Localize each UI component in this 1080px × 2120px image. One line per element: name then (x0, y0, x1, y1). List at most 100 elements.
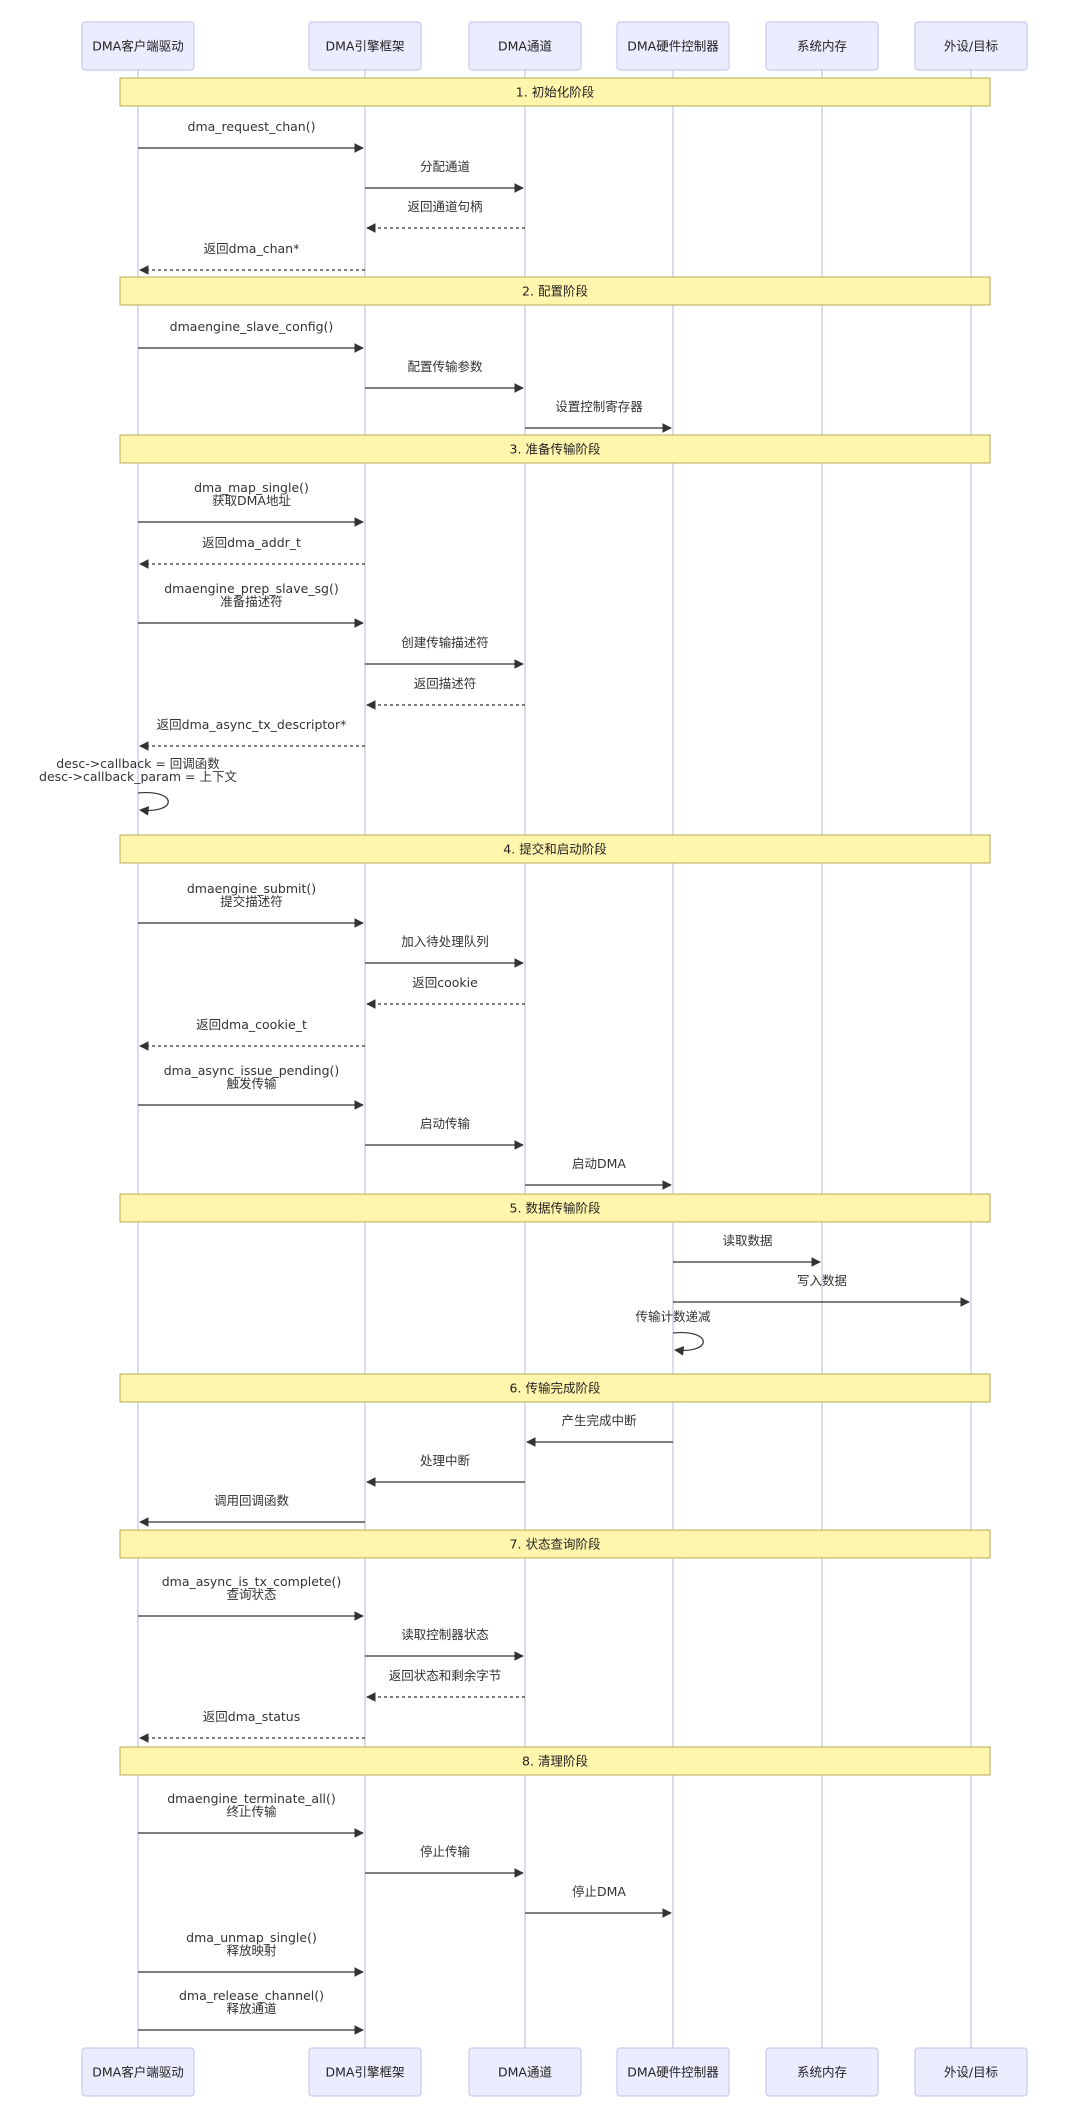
message-28: dma_async_is_tx_complete()查询状态 (138, 1574, 364, 1621)
participant-client-bottom: DMA客户端驱动 (81, 2047, 195, 2097)
message-2: 分配通道 (365, 159, 524, 193)
message-9: 返回dma_addr_t (139, 535, 365, 569)
message-label: 终止传输 (226, 1804, 277, 1819)
message-label: 读取数据 (722, 1233, 772, 1248)
phase-label: 1. 初始化阶段 (516, 85, 594, 100)
participant-dev-top: 外设/目标 (914, 21, 1028, 71)
message-33: 停止传输 (365, 1844, 524, 1878)
participant-box (616, 2047, 730, 2097)
message-label: 分配通道 (420, 159, 471, 174)
message-36: dma_release_channel()释放通道 (138, 1988, 364, 2035)
participant-label: DMA引擎框架 (326, 39, 405, 54)
message-label: 返回cookie (412, 975, 478, 990)
phase-note-7: 7. 状态查询阶段 (119, 1529, 991, 1559)
participant-box (914, 2047, 1028, 2097)
message-label: 启动DMA (572, 1156, 626, 1171)
message-label: dma_release_channel() (179, 1988, 324, 2003)
message-label: desc->callback = 回调函数 (56, 756, 220, 771)
participant-mem-bottom: 系统内存 (765, 2047, 879, 2097)
message-17: 返回cookie (366, 975, 525, 1009)
message-4: 返回dma_chan* (139, 241, 365, 275)
phase-note-2: 2. 配置阶段 (119, 276, 991, 306)
message-19: dma_async_issue_pending()触发传输 (138, 1063, 364, 1110)
message-label: 释放通道 (226, 2001, 277, 2016)
participant-label: DMA客户端驱动 (92, 2065, 183, 2080)
message-label: dma_request_chan() (188, 119, 316, 134)
message-20: 启动传输 (365, 1116, 524, 1150)
message-8: dma_map_single()获取DMA地址 (138, 480, 364, 527)
message-label: 查询状态 (226, 1587, 276, 1602)
message-label: dmaengine_terminate_all() (167, 1791, 336, 1806)
participant-label: DMA引擎框架 (326, 2065, 405, 2080)
message-14: desc->callback = 回调函数desc->callback_para… (39, 756, 237, 816)
phase-note-1: 1. 初始化阶段 (119, 77, 991, 107)
message-16: 加入待处理队列 (365, 934, 524, 968)
message-label: 设置控制寄存器 (555, 399, 643, 414)
participant-box (308, 2047, 422, 2097)
participant-box (616, 21, 730, 71)
message-label: dmaengine_slave_config() (170, 319, 334, 334)
phase-label: 6. 传输完成阶段 (510, 1381, 601, 1396)
participant-box (468, 21, 582, 71)
message-label: 返回描述符 (414, 676, 477, 691)
participant-label: DMA硬件控制器 (627, 39, 719, 54)
phase-note-3: 3. 准备传输阶段 (119, 434, 991, 464)
message-label: 准备描述符 (220, 594, 283, 609)
message-12: 返回描述符 (366, 676, 525, 710)
participant-hw-bottom: DMA硬件控制器 (616, 2047, 730, 2097)
participant-box (81, 21, 195, 71)
participant-box (765, 2047, 879, 2097)
message-24: 传输计数递减 (635, 1309, 711, 1356)
message-label: dma_unmap_single() (186, 1930, 317, 1945)
message-1: dma_request_chan() (138, 119, 364, 153)
message-21: 启动DMA (525, 1156, 672, 1190)
message-27: 调用回调函数 (139, 1493, 365, 1527)
message-label: 传输计数递减 (635, 1309, 711, 1324)
message-label: 获取DMA地址 (212, 493, 291, 508)
message-label: 返回dma_async_tx_descriptor* (157, 717, 347, 732)
phase-label: 7. 状态查询阶段 (510, 1537, 601, 1552)
message-3: 返回通道句柄 (366, 199, 525, 233)
message-10: dmaengine_prep_slave_sg()准备描述符 (138, 581, 364, 628)
message-label: 处理中断 (420, 1453, 470, 1468)
participant-label: DMA客户端驱动 (92, 39, 183, 54)
message-label: 停止传输 (420, 1844, 471, 1859)
participant-label: 外设/目标 (944, 2065, 998, 2080)
message-35: dma_unmap_single()释放映射 (138, 1930, 364, 1977)
participant-label: 系统内存 (797, 39, 847, 54)
phase-box (119, 1746, 991, 1776)
message-label: 创建传输描述符 (401, 635, 489, 650)
participant-label: DMA硬件控制器 (627, 2065, 719, 2080)
message-label: 停止DMA (572, 1884, 626, 1899)
phase-box (119, 1529, 991, 1559)
message-arrow (672, 1331, 704, 1356)
participant-label: DMA通道 (498, 39, 552, 54)
message-34: 停止DMA (525, 1884, 672, 1918)
phase-label: 3. 准备传输阶段 (510, 442, 601, 457)
message-15: dmaengine_submit()提交描述符 (138, 881, 364, 928)
phase-label: 8. 清理阶段 (522, 1754, 588, 1769)
participant-chan-top: DMA通道 (468, 21, 582, 71)
participant-box (765, 21, 879, 71)
phase-box (119, 1373, 991, 1403)
message-label: 返回dma_cookie_t (196, 1017, 307, 1032)
participant-chan-bottom: DMA通道 (468, 2047, 582, 2097)
message-label: dmaengine_prep_slave_sg() (164, 581, 339, 596)
phase-note-6: 6. 传输完成阶段 (119, 1373, 991, 1403)
message-label: 返回dma_chan* (204, 241, 300, 256)
message-label: 释放映射 (226, 1943, 276, 1958)
participant-box (81, 2047, 195, 2097)
phase-label: 5. 数据传输阶段 (510, 1201, 601, 1216)
message-18: 返回dma_cookie_t (139, 1017, 365, 1051)
participant-client-top: DMA客户端驱动 (81, 21, 195, 71)
phase-box (119, 77, 991, 107)
message-6: 配置传输参数 (365, 359, 524, 393)
message-label: 配置传输参数 (407, 359, 483, 374)
phase-box (119, 276, 991, 306)
phase-label: 2. 配置阶段 (522, 284, 588, 299)
message-label: 返回通道句柄 (407, 199, 482, 214)
phase-box (119, 434, 991, 464)
phase-note-8: 8. 清理阶段 (119, 1746, 991, 1776)
message-23: 写入数据 (673, 1273, 970, 1307)
